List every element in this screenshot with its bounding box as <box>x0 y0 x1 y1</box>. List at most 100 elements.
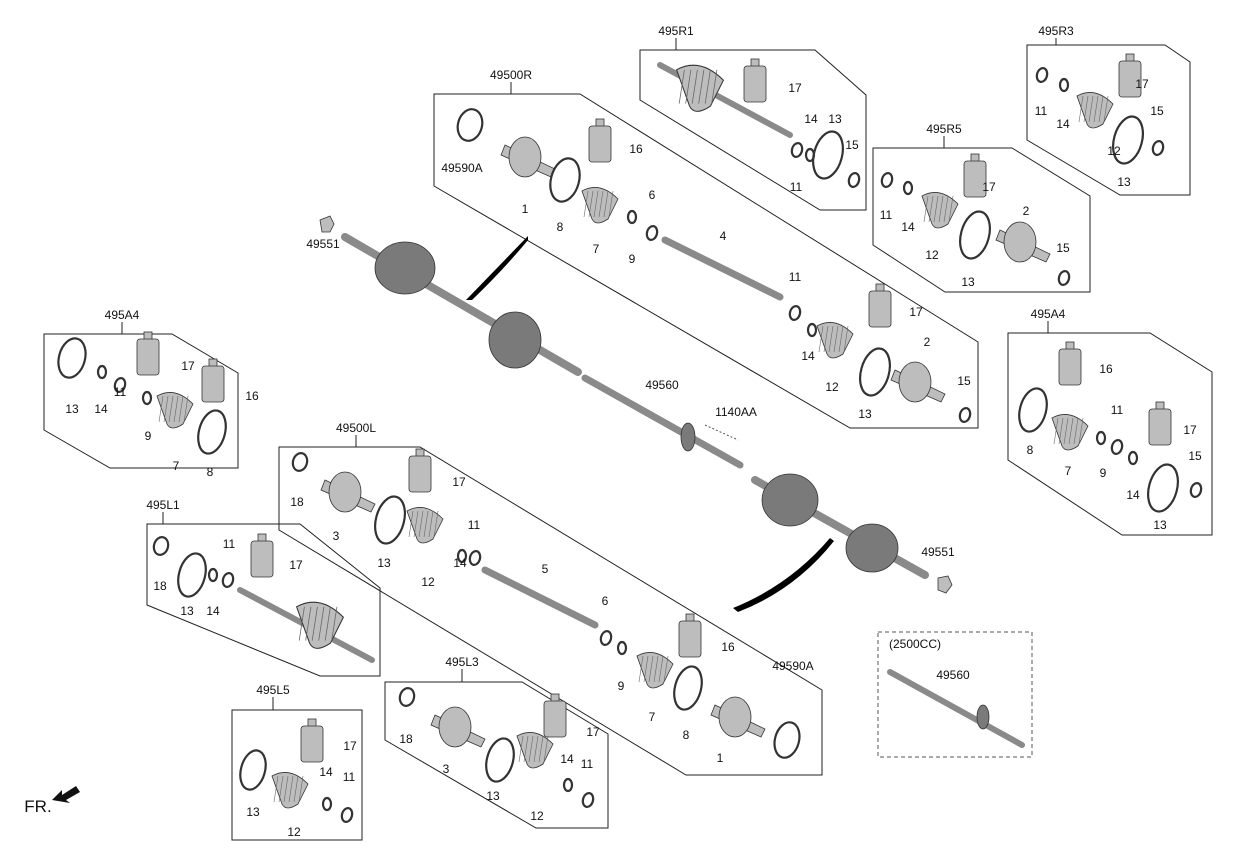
part-number-label[interactable]: 6 <box>649 188 656 202</box>
part-number-label[interactable]: 17 <box>181 359 195 373</box>
part-number-label[interactable]: 11 <box>343 770 356 784</box>
part-number-label[interactable]: 7 <box>593 242 600 256</box>
part-number-label[interactable]: 13 <box>180 604 194 618</box>
group-label[interactable]: 495R5 <box>926 122 962 136</box>
part-number-label[interactable]: 11 <box>880 208 893 222</box>
part-number-label[interactable]: 11 <box>114 385 127 399</box>
part-number-label[interactable]: 15 <box>1056 241 1070 255</box>
part-number-label[interactable]: 17 <box>289 558 303 572</box>
part-number-label[interactable]: 2 <box>924 335 931 349</box>
part-number-label[interactable]: 14 <box>901 220 915 234</box>
part-number-label[interactable]: 13 <box>377 556 391 570</box>
clamp-icon <box>456 548 468 564</box>
group-label[interactable]: 49500L <box>336 421 376 435</box>
part-number-label[interactable]: 3 <box>333 529 340 543</box>
part-number-label[interactable]: 7 <box>1065 464 1072 478</box>
part-number-label[interactable]: 8 <box>557 220 564 234</box>
part-number-label[interactable]: 17 <box>909 305 923 319</box>
part-number-label[interactable]: 16 <box>1099 362 1113 376</box>
part-number-label[interactable]: 16 <box>629 142 643 156</box>
part-number-label[interactable]: 13 <box>65 402 79 416</box>
part-number-label[interactable]: 14 <box>801 349 815 363</box>
part-number-label[interactable]: 15 <box>957 374 971 388</box>
part-number-label[interactable]: 9 <box>629 252 636 266</box>
part-number-label[interactable]: 11 <box>1111 403 1124 417</box>
group-label[interactable]: (2500CC) <box>889 637 941 651</box>
part-number-label[interactable]: 14 <box>453 556 467 570</box>
part-number-label[interactable]: 13 <box>1153 518 1167 532</box>
part-number-label[interactable]: 8 <box>683 728 690 742</box>
part-number-label[interactable]: 14 <box>560 752 574 766</box>
part-number-label[interactable]: 1140AA <box>715 405 757 419</box>
part-number-label[interactable]: 12 <box>825 380 839 394</box>
part-number-label[interactable]: 17 <box>343 739 357 753</box>
part-number-label[interactable]: 7 <box>649 710 656 724</box>
part-number-label[interactable]: 2 <box>1023 204 1030 218</box>
part-number-label[interactable]: 17 <box>982 180 996 194</box>
part-number-label[interactable]: 49590A <box>441 161 482 175</box>
part-number-label[interactable]: 5 <box>542 562 549 576</box>
part-number-label[interactable]: 16 <box>721 640 735 654</box>
part-number-label[interactable]: 7 <box>173 459 180 473</box>
group-label[interactable]: 495R3 <box>1038 24 1074 38</box>
part-number-label[interactable]: 13 <box>961 275 975 289</box>
part-number-label[interactable]: 11 <box>790 180 803 194</box>
part-number-label[interactable]: 14 <box>804 112 818 126</box>
part-number-label[interactable]: 16 <box>245 389 259 403</box>
part-number-label[interactable]: 11 <box>468 518 481 532</box>
part-number-label[interactable]: 14 <box>94 402 108 416</box>
part-number-label[interactable]: 12 <box>1107 144 1121 158</box>
part-number-label[interactable]: 18 <box>399 732 413 746</box>
part-number-label[interactable]: 14 <box>1056 117 1070 131</box>
part-number-label[interactable]: 17 <box>586 725 600 739</box>
ring-icon <box>291 452 309 472</box>
part-number-label[interactable]: 18 <box>153 579 167 593</box>
part-number-label[interactable]: 49560 <box>645 378 679 392</box>
part-number-label[interactable]: 1 <box>522 202 529 216</box>
part-number-label[interactable]: 17 <box>452 475 466 489</box>
part-number-label[interactable]: 3 <box>443 762 450 776</box>
part-number-label[interactable]: 17 <box>788 81 802 95</box>
group-label[interactable]: 495A4 <box>1031 307 1066 321</box>
group-label[interactable]: 49500R <box>490 68 532 82</box>
part-number-label[interactable]: 13 <box>246 805 260 819</box>
part-number-label[interactable]: 4 <box>720 229 727 243</box>
part-number-label[interactable]: 12 <box>421 575 435 589</box>
part-number-label[interactable]: 12 <box>287 825 301 839</box>
group-label[interactable]: 495L5 <box>256 683 290 697</box>
part-number-label[interactable]: 49560 <box>936 668 970 682</box>
part-number-label[interactable]: 14 <box>1126 488 1140 502</box>
part-number-label[interactable]: 15 <box>845 138 859 152</box>
part-number-label[interactable]: 49551 <box>921 545 955 559</box>
part-number-label[interactable]: 13 <box>486 789 500 803</box>
part-number-label[interactable]: 9 <box>618 679 625 693</box>
group-label[interactable]: 495L3 <box>445 655 479 669</box>
part-number-label[interactable]: 15 <box>1188 449 1202 463</box>
part-number-label[interactable]: 17 <box>1135 77 1149 91</box>
part-number-label[interactable]: 11 <box>223 537 236 551</box>
part-number-label[interactable]: 11 <box>789 270 802 284</box>
part-number-label[interactable]: 8 <box>207 465 214 479</box>
part-number-label[interactable]: 11 <box>581 757 594 771</box>
part-number-label[interactable]: 9 <box>145 429 152 443</box>
part-number-label[interactable]: 18 <box>290 495 304 509</box>
part-number-label[interactable]: 13 <box>1117 175 1131 189</box>
part-number-label[interactable]: 9 <box>1100 466 1107 480</box>
part-number-label[interactable]: 13 <box>858 407 872 421</box>
part-number-label[interactable]: 11 <box>1035 104 1048 118</box>
part-number-label[interactable]: 12 <box>925 248 939 262</box>
part-number-label[interactable]: 14 <box>319 765 333 779</box>
part-number-label[interactable]: 49590A <box>772 659 813 673</box>
part-number-label[interactable]: 12 <box>530 809 544 823</box>
part-number-label[interactable]: 15 <box>1150 104 1164 118</box>
part-number-label[interactable]: 14 <box>206 604 220 618</box>
group-label[interactable]: 495L1 <box>146 498 180 512</box>
group-label[interactable]: 495A4 <box>105 308 140 322</box>
part-number-label[interactable]: 6 <box>602 594 609 608</box>
part-number-label[interactable]: 13 <box>828 112 842 126</box>
group-label[interactable]: 495R1 <box>658 24 694 38</box>
part-number-label[interactable]: 49551 <box>306 237 340 251</box>
part-number-label[interactable]: 1 <box>717 751 724 765</box>
part-number-label[interactable]: 8 <box>1027 443 1034 457</box>
part-number-label[interactable]: 17 <box>1183 423 1197 437</box>
